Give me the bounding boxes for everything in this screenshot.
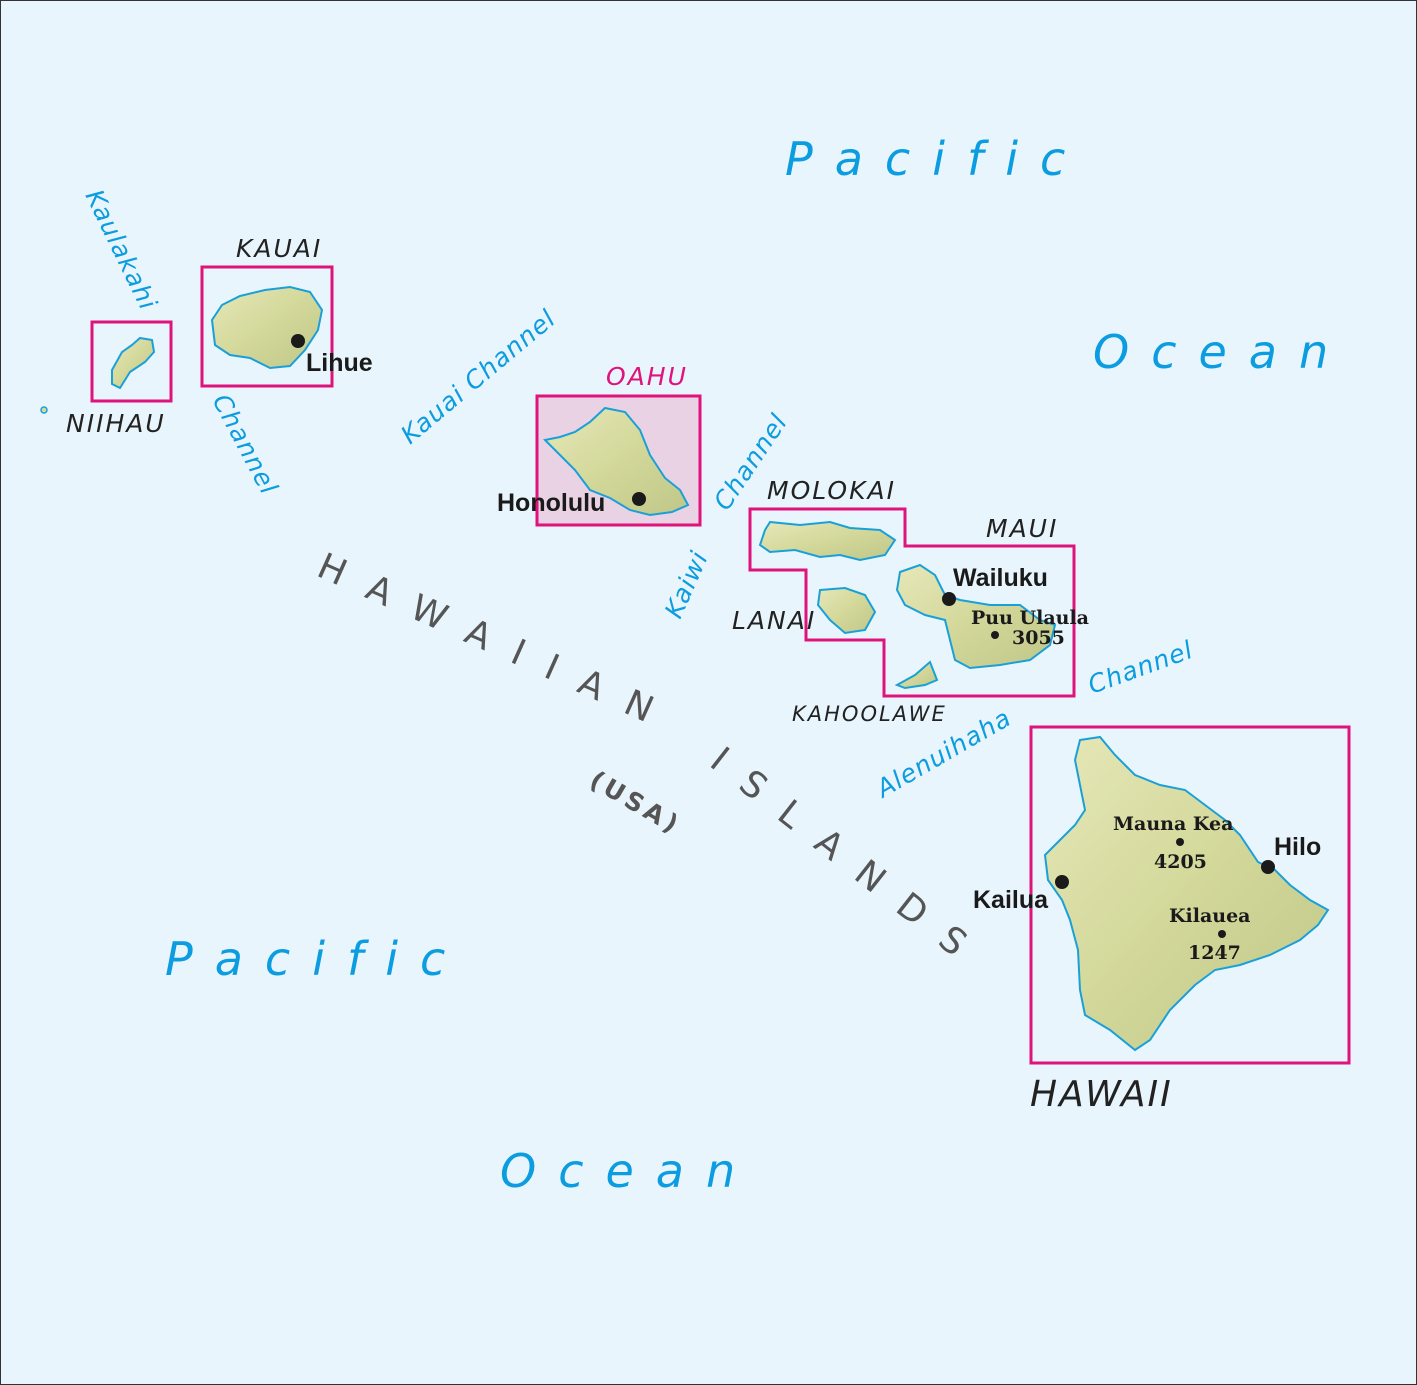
peak-name: Kilauea [1169, 905, 1250, 927]
peak-marker[interactable] [1218, 930, 1226, 938]
island-kahoolawe[interactable] [894, 660, 939, 690]
city-label: Wailuku [953, 564, 1048, 592]
peak-name: Mauna Kea [1113, 813, 1233, 835]
island-label: LANAI [732, 606, 816, 635]
city-marker[interactable] [1055, 875, 1069, 889]
city-marker[interactable] [1261, 860, 1275, 874]
city-label: Kailua [973, 886, 1049, 914]
ocean-label: Pacific [165, 932, 467, 986]
island-label: NIIHAU [66, 409, 166, 438]
island-lanai[interactable] [816, 586, 877, 635]
island-label: MAUI [986, 514, 1058, 543]
islet-lehua [40, 406, 48, 414]
city-label: Lihue [306, 349, 373, 377]
island-kauai[interactable] [210, 285, 324, 370]
island-label: HAWAII [1030, 1074, 1173, 1115]
maui-county-highlight-box[interactable] [748, 507, 1076, 698]
ocean-label: Ocean [500, 1144, 757, 1198]
ocean-label: Ocean [1093, 325, 1350, 379]
island-oahu[interactable] [542, 406, 690, 517]
peak-marker[interactable] [1176, 838, 1184, 846]
island-label: OAHU [606, 362, 688, 391]
city-label: Honolulu [497, 489, 605, 517]
hawaii-highlight-box[interactable] [1029, 725, 1351, 1065]
ocean-label: Pacific [785, 132, 1087, 186]
peak-elevation: 4205 [1154, 851, 1207, 873]
city-marker[interactable] [632, 492, 646, 506]
peak-elevation: 3055 [1012, 627, 1065, 649]
island-hawaii[interactable] [1043, 735, 1330, 1052]
city-label: Hilo [1274, 833, 1321, 861]
niihau-highlight-box[interactable] [90, 320, 173, 403]
city-marker[interactable] [291, 334, 305, 348]
island-label: MOLOKAI [767, 476, 896, 505]
city-marker[interactable] [942, 592, 956, 606]
peak-marker[interactable] [991, 631, 999, 639]
peak-name: Puu Ulaula [971, 607, 1089, 629]
island-molokai[interactable] [758, 520, 897, 562]
peak-elevation: 1247 [1188, 942, 1241, 964]
island-niihau[interactable] [111, 336, 156, 390]
island-label: KAUAI [236, 234, 322, 263]
kauai-highlight-box[interactable] [200, 265, 334, 388]
island-label: KAHOOLAWE [792, 702, 947, 726]
